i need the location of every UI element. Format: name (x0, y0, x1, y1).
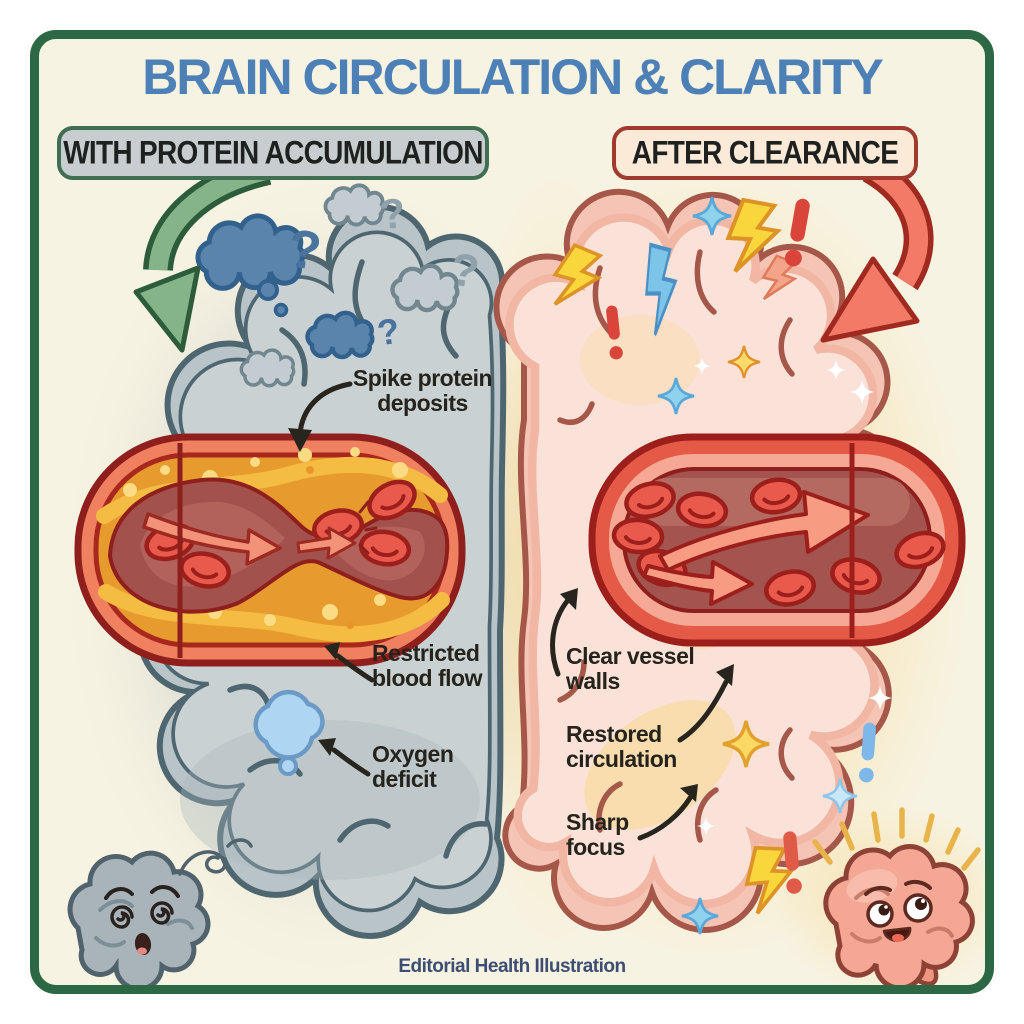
footer-caption: Editorial Health Illustration (398, 956, 626, 977)
annotation-restricted-flow: Restricted blood flow (372, 640, 482, 692)
question-mark-icon: ? (377, 189, 407, 238)
shine-rays-icon (812, 807, 981, 871)
dizzy-squiggle-icon (178, 838, 253, 876)
paper-background: ? ? ? ? (30, 30, 994, 994)
page-title: BRAIN CIRCULATION & CLARITY (142, 49, 883, 105)
annotation-restored-circulation: Restored circulation (566, 721, 677, 773)
blocked-vessel (74, 433, 466, 667)
right-panel-header-label: AFTER CLEARANCE (631, 134, 899, 171)
annotation-oxygen-deficit: Oxygen deficit (372, 741, 454, 793)
sad-brain-mascot (67, 838, 253, 992)
annotation-spike-protein: Spike protein deposits (352, 365, 493, 417)
right-panel-header: AFTER CLEARANCE (612, 126, 918, 180)
brain-fog-clouds: ? ? ? ? (195, 183, 483, 388)
annotation-clear-vessels: Clear vessel walls (566, 643, 695, 695)
artwork: ? ? ? ? (60, 154, 994, 994)
oxygen-bubble (253, 689, 325, 776)
annotation-arrows (288, 381, 734, 841)
left-panel-header-label: WITH PROTEIN ACCUMULATION (63, 134, 483, 171)
clear-vessel (588, 433, 966, 647)
happy-brain-mascot (812, 807, 981, 991)
annotation-sharp-focus: Sharp focus (566, 809, 629, 861)
left-panel-header: WITH PROTEIN ACCUMULATION (57, 126, 489, 180)
